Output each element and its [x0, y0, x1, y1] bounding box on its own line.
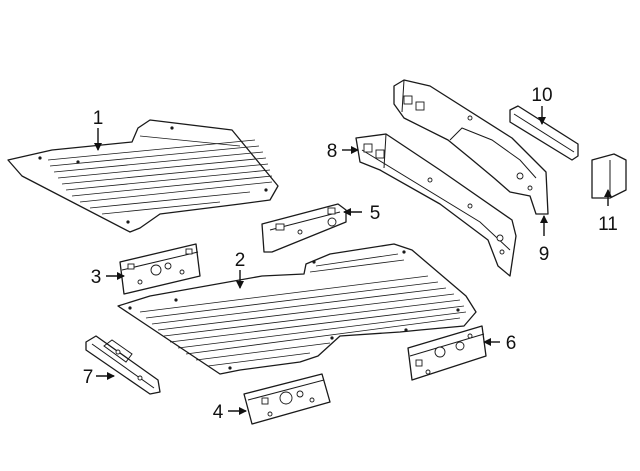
- callout-5: 5: [370, 203, 381, 224]
- part-1-ribs: [47, 135, 273, 215]
- callout-labels: 1 2 3 4 5 6 7 8 9 10 11: [83, 85, 618, 423]
- part-2-ribs: [139, 253, 467, 367]
- part-11-end-cap[interactable]: [591, 153, 627, 199]
- callout-8: 8: [327, 141, 338, 162]
- part-8-side-rail[interactable]: [355, 133, 517, 277]
- callout-6: 6: [506, 333, 517, 354]
- callout-11: 11: [598, 214, 618, 235]
- part-6-bracket[interactable]: [407, 325, 487, 381]
- leader-lines: [94, 106, 612, 415]
- callout-2: 2: [235, 250, 246, 271]
- callout-9: 9: [539, 244, 550, 265]
- part-2-floor-pan[interactable]: [117, 243, 477, 375]
- callout-7: 7: [83, 367, 94, 388]
- callout-3: 3: [91, 267, 102, 288]
- part-3-bracket[interactable]: [119, 243, 201, 295]
- callout-4: 4: [213, 402, 224, 423]
- part-4-bracket[interactable]: [243, 373, 331, 425]
- callout-10: 10: [531, 85, 552, 106]
- part-7-reinforcement[interactable]: [85, 335, 161, 395]
- part-1-floor-pan[interactable]: [7, 119, 279, 233]
- part-10-channel[interactable]: [509, 105, 579, 161]
- callout-1: 1: [93, 108, 104, 129]
- part-9-side-rail[interactable]: [393, 79, 549, 215]
- part-5-bracket[interactable]: [261, 203, 347, 253]
